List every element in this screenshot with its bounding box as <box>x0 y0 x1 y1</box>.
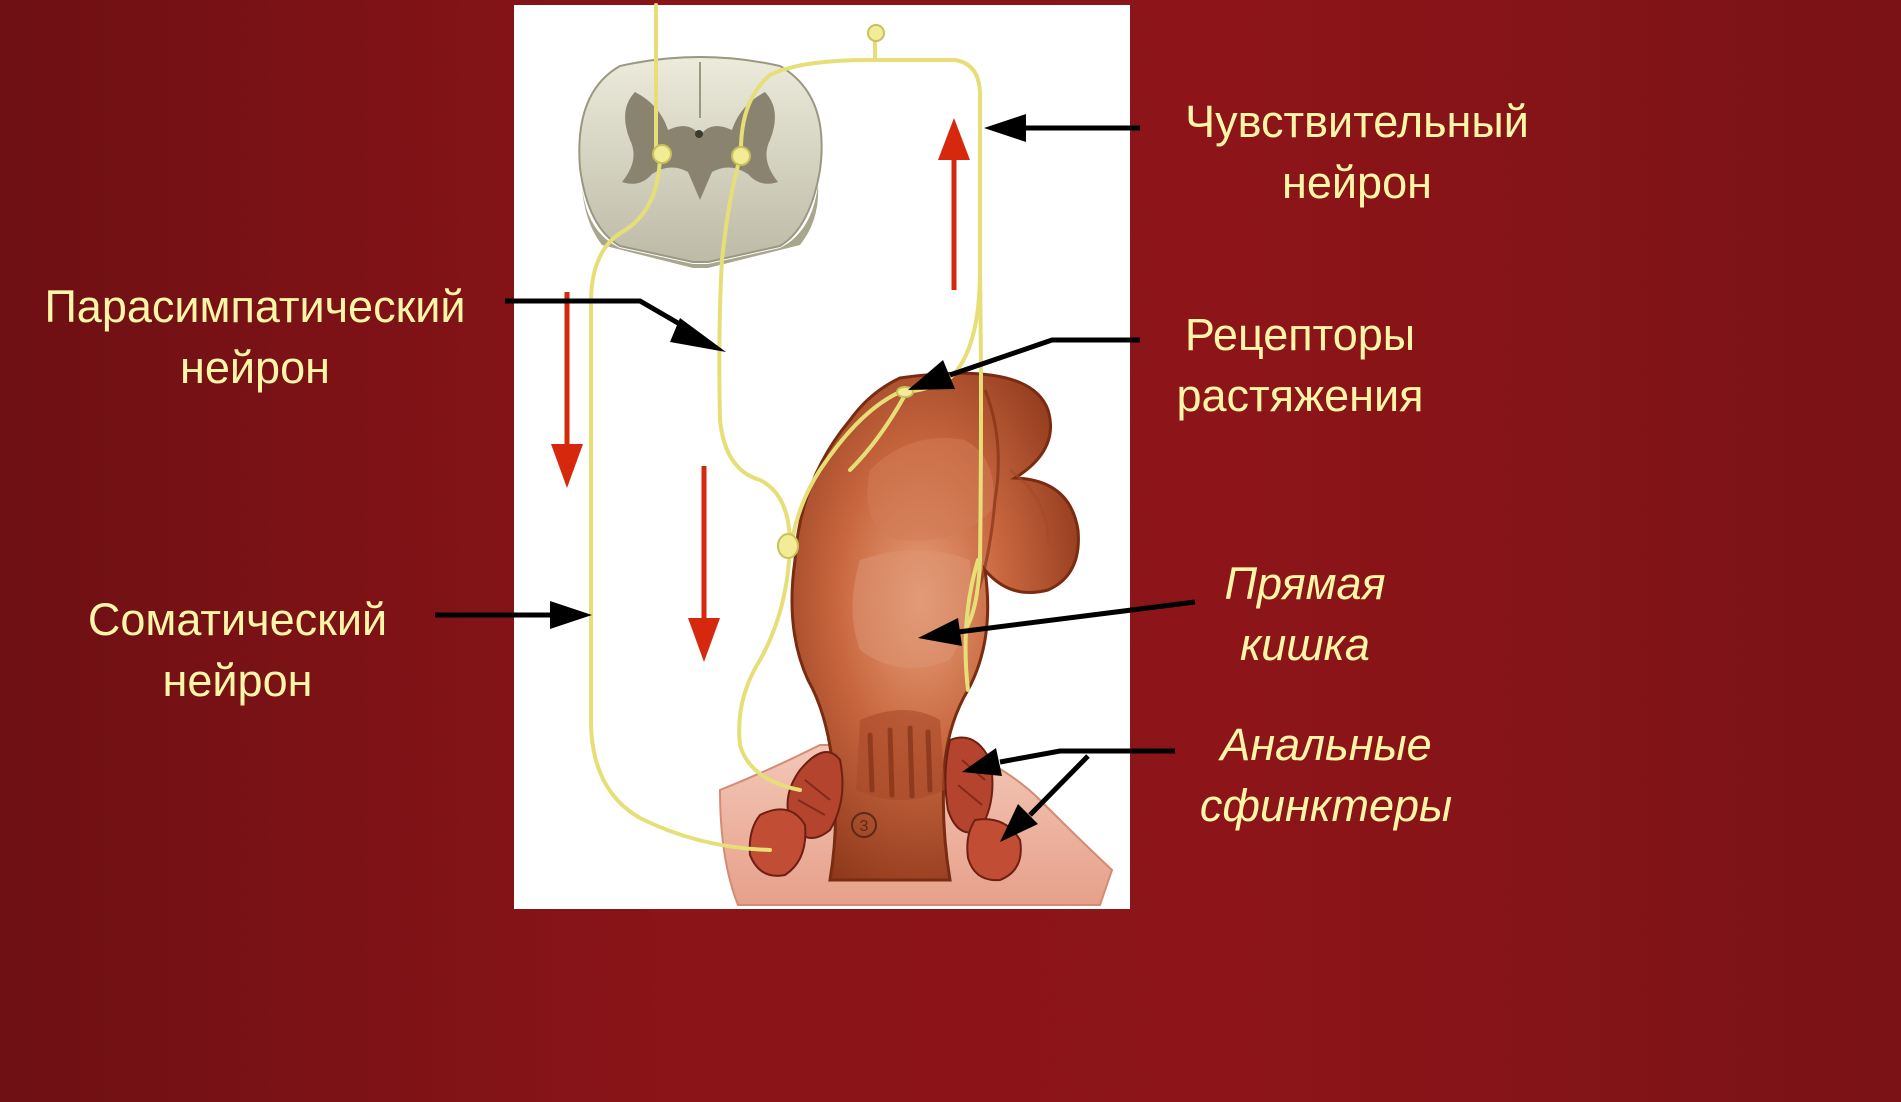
illustration-panel: 3 <box>514 5 1130 909</box>
label-somatic-line2: нейрон <box>50 650 425 711</box>
label-receptors-line1: Рецепторы <box>1140 304 1460 365</box>
figure-marker-text: 3 <box>860 818 869 835</box>
label-somatic-neuron: Соматический нейрон <box>50 589 425 711</box>
label-sphincters-line2: сфинктеры <box>1168 775 1484 836</box>
label-receptors-line2: растяжения <box>1140 365 1460 426</box>
ventral-horn-cell <box>653 145 671 163</box>
label-parasympathetic-line2: нейрон <box>4 337 506 398</box>
label-parasympathetic-neuron: Парасимпатический нейрон <box>4 276 506 398</box>
pelvic-ganglion <box>778 534 798 558</box>
lateral-horn-cell <box>732 147 750 165</box>
label-rectum: Прямая кишка <box>1180 553 1430 675</box>
label-anal-sphincters: Анальные сфинктеры <box>1168 714 1484 836</box>
label-sensory-line2: нейрон <box>1152 152 1562 213</box>
label-sensory-line1: Чувствительный <box>1152 91 1562 152</box>
label-sensory-neuron: Чувствительный нейрон <box>1152 91 1562 213</box>
label-rectum-line2: кишка <box>1180 614 1430 675</box>
label-sphincters-line1: Анальные <box>1168 714 1484 775</box>
label-parasympathetic-line1: Парасимпатический <box>4 276 506 337</box>
label-rectum-line1: Прямая <box>1180 553 1430 614</box>
label-stretch-receptors: Рецепторы растяжения <box>1140 304 1460 426</box>
nerve-ganglion-icon <box>868 25 884 41</box>
label-somatic-line1: Соматический <box>50 589 425 650</box>
